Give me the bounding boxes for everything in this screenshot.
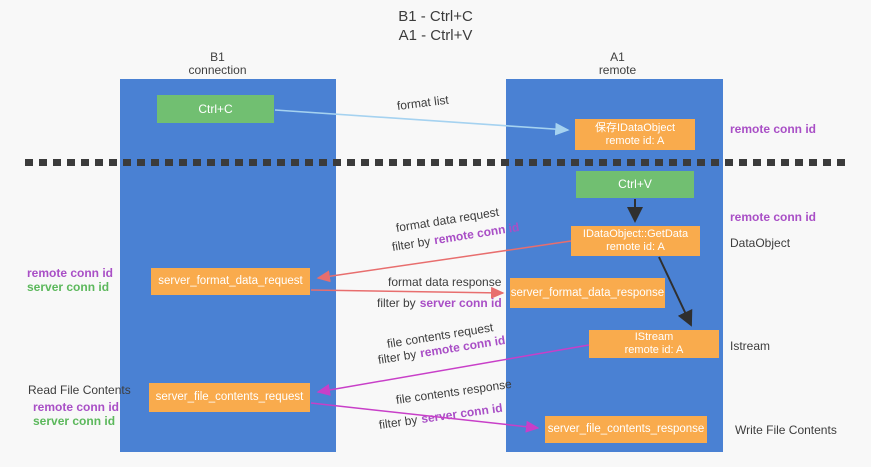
side-label-server-conn-id-bottom-left: server conn id — [33, 414, 116, 428]
side-label-remote-conn-id-bottom-left: remote conn id — [33, 400, 120, 414]
side-label-istream: Istream — [730, 339, 771, 353]
flow-label-format-data-response: format data response — [388, 275, 502, 289]
filter-by-text: filter by — [376, 347, 418, 367]
node-ctrl-v-label: Ctrl+V — [618, 177, 652, 191]
node-idataobject-getdata: IDataObject::GetData remote id: A — [571, 226, 700, 256]
phase-separator-dashed-line — [25, 159, 845, 166]
lifeline-a1-name: A1 — [610, 50, 625, 64]
node-server-format-data-response-label: server_format_data_response — [510, 286, 665, 299]
node-istream: IStream remote id: A — [589, 330, 719, 358]
side-label-remote-conn-id-mid: remote conn id — [730, 210, 817, 224]
node-server-file-contents-request-label: server_file_contents_request — [155, 391, 304, 403]
lifeline-b1-name: B1 — [210, 50, 225, 64]
lifeline-b1-role: connection — [188, 63, 247, 77]
node-idataobject-getdata-line1: IDataObject::GetData — [582, 228, 689, 240]
side-label-dataobject: DataObject — [730, 236, 791, 250]
filter-server-conn-id: server conn id — [420, 400, 504, 426]
node-save-idataobject-line2: remote id: A — [605, 134, 665, 147]
node-ctrl-c-label: Ctrl+C — [198, 101, 233, 116]
node-idataobject-getdata-line2: remote id: A — [606, 241, 665, 253]
filter-by-text: filter by — [390, 234, 432, 254]
node-server-file-contents-response-label: server_file_contents_response — [547, 423, 705, 435]
node-save-idataobject-line1: 保存IDataObject — [594, 121, 676, 134]
title-line-2: A1 - Ctrl+V — [398, 27, 473, 44]
node-istream-line2: remote id: A — [624, 344, 684, 356]
lifeline-header-b1: B1 connection — [140, 51, 295, 77]
node-server-file-contents-request: server_file_contents_request — [149, 383, 310, 412]
node-istream-line1: IStream — [634, 331, 674, 343]
side-label-read-file-contents: Read File Contents — [28, 383, 131, 397]
side-label-remote-conn-id-top: remote conn id — [730, 122, 817, 136]
side-label-server-conn-id-left: server conn id — [27, 280, 110, 294]
node-save-idataobject: 保存IDataObject remote id: A — [575, 119, 695, 150]
lifeline-a1-role: remote — [598, 63, 637, 77]
node-ctrl-c: Ctrl+C — [157, 95, 274, 123]
page-title: B1 - Ctrl+C A1 - Ctrl+V — [0, 7, 871, 45]
node-server-format-data-request: server_format_data_request — [151, 268, 310, 295]
side-label-remote-conn-id-left: remote conn id — [27, 266, 114, 280]
node-server-format-data-request-label: server_format_data_request — [158, 275, 303, 287]
filter-by-text: filter by — [377, 296, 416, 310]
filter-server-conn-id: server conn id — [419, 296, 502, 310]
lifeline-header-a1: A1 remote — [540, 51, 695, 77]
node-ctrl-v: Ctrl+V — [576, 171, 694, 198]
arrow-format-data-response — [310, 286, 505, 299]
side-label-write-file-contents: Write File Contents — [735, 423, 837, 437]
node-server-file-contents-response: server_file_contents_response — [545, 416, 707, 443]
node-server-format-data-response: server_format_data_response — [510, 278, 665, 308]
filter-by-text: filter by — [378, 412, 419, 432]
title-line-1: B1 - Ctrl+C — [398, 8, 473, 25]
flow-label-format-list: format list — [396, 92, 450, 113]
